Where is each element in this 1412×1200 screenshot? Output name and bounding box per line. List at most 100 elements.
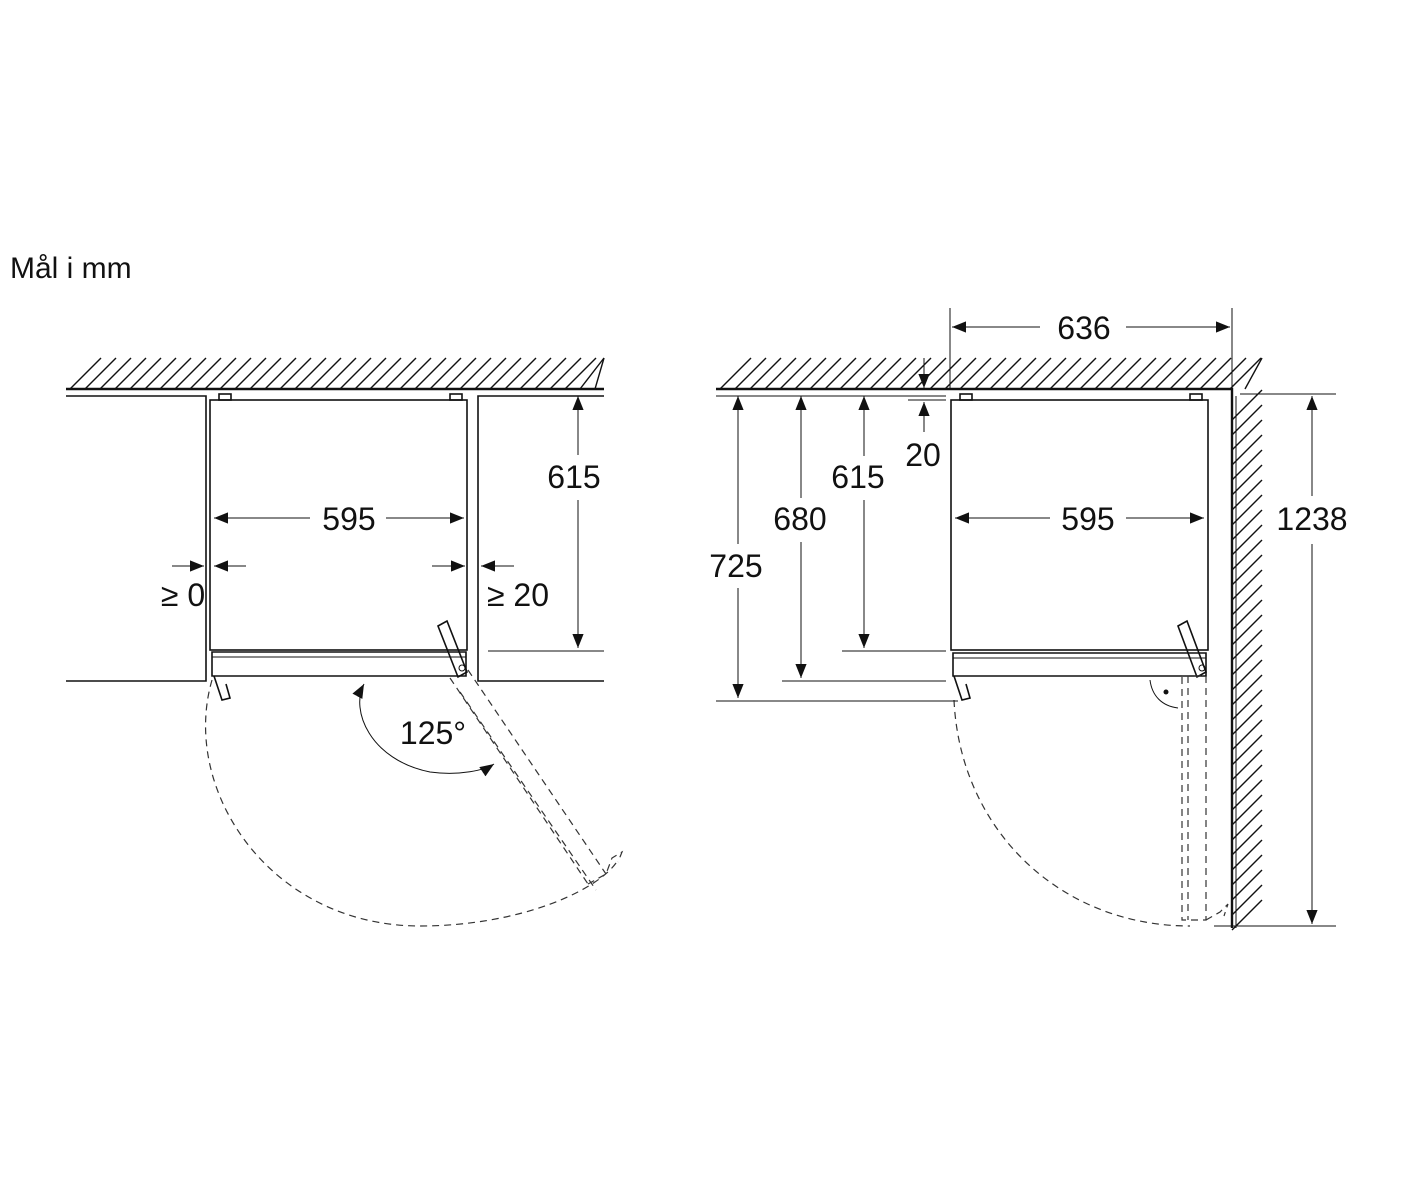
- spacer-tab-left-2: [449, 393, 463, 401]
- right-gap-label: ≥ 20: [487, 577, 549, 613]
- handle-right: [1177, 619, 1207, 679]
- left-cabinet: [66, 395, 207, 682]
- handle-left: [436, 619, 469, 679]
- hatch-line: [1231, 689, 1263, 721]
- hatch-line: [989, 357, 1022, 390]
- hatch-line: [1231, 404, 1263, 436]
- hatch-line: [749, 357, 782, 390]
- hatch-line: [1231, 614, 1263, 646]
- hatch-line: [1004, 357, 1037, 390]
- hatch-line: [324, 357, 357, 390]
- door-swing-arc-right: [953, 699, 1191, 927]
- hatch-line: [144, 357, 177, 390]
- appliance-body-left: [209, 399, 468, 651]
- hatch-line: [1231, 449, 1263, 481]
- units-label: Mål i mm: [10, 252, 132, 285]
- depth-label-right: 615: [831, 459, 884, 495]
- hatch-line: [1199, 357, 1232, 390]
- hatch-line: [369, 357, 402, 390]
- hatch-line: [1064, 357, 1097, 390]
- hatch-line: [249, 357, 282, 390]
- hatch-line: [534, 357, 567, 390]
- hatch-line: [114, 357, 147, 390]
- spacer-tab-right-2: [1189, 393, 1203, 401]
- hatch-line: [1231, 704, 1263, 736]
- hatch-line: [1231, 464, 1263, 496]
- door-open-left: [449, 669, 624, 891]
- wall-gap-label: 20: [905, 437, 941, 473]
- hatch-line: [1231, 584, 1263, 616]
- hatch-line: [1079, 357, 1112, 390]
- spacer-tab-right-1: [959, 393, 973, 401]
- hatch-line: [1169, 357, 1202, 390]
- hatch-line: [794, 357, 827, 390]
- width-label-right: 595: [1061, 501, 1114, 537]
- hatch-line: [69, 357, 102, 390]
- hatch-line: [234, 357, 267, 390]
- hatch-line: [1231, 764, 1263, 796]
- hatch-line: [869, 357, 902, 390]
- hatch-line: [429, 357, 462, 390]
- hatch-line: [1154, 357, 1187, 390]
- door-open-depth-label: 1238: [1276, 501, 1347, 537]
- hatch-line: [959, 357, 992, 390]
- door-open-right: [1181, 675, 1229, 921]
- hatch-line: [264, 357, 297, 390]
- depth-label-left: 615: [547, 459, 600, 495]
- hatch-line: [1231, 509, 1263, 541]
- spacer-tab-left-1: [218, 393, 232, 401]
- hatch-line: [384, 357, 417, 390]
- hatch-line: [1231, 734, 1263, 766]
- hatch-line: [219, 357, 252, 390]
- hatch-line: [519, 357, 552, 390]
- hatch-line: [884, 357, 917, 390]
- hatch-line: [914, 357, 947, 390]
- hatch-line: [84, 357, 117, 390]
- hinge-bracket-right: [953, 675, 971, 701]
- hatch-line: [414, 357, 447, 390]
- hatch-line: [1231, 434, 1263, 466]
- hatch-line: [1231, 479, 1263, 511]
- door-closed-right: [952, 652, 1207, 677]
- hatch-line: [1214, 357, 1247, 390]
- hatch-line: [1231, 644, 1263, 676]
- hatch-line: [1231, 419, 1263, 451]
- hatch-line: [1231, 389, 1263, 421]
- hatch-line: [1231, 779, 1263, 811]
- hatch-line: [809, 357, 842, 390]
- hatch-line: [1231, 884, 1263, 916]
- hatch-line: [1231, 569, 1263, 601]
- hatch-line: [929, 357, 962, 390]
- overall-width-label: 636: [1057, 310, 1110, 346]
- hatch-line: [1019, 357, 1052, 390]
- hatch-line: [1231, 824, 1263, 856]
- hatch-line: [734, 357, 767, 390]
- hatch-line: [1184, 357, 1217, 390]
- hatch-line: [839, 357, 872, 390]
- hatch-line: [1231, 749, 1263, 781]
- hatch-line: [1231, 899, 1263, 931]
- hatch-line: [1229, 357, 1262, 390]
- hatch-line: [1244, 357, 1263, 390]
- width-label-left: 595: [322, 501, 375, 537]
- hatch-line: [579, 357, 605, 390]
- hatch-line: [824, 357, 857, 390]
- hatch-line: [474, 357, 507, 390]
- hatch-line: [159, 357, 192, 390]
- hatch-line: [99, 357, 132, 390]
- wall-hatching-side-right: [1231, 389, 1263, 931]
- hinge-bracket-left: [213, 675, 231, 701]
- left-view: 595 615 ≥ 0 ≥ 20 125°: [66, 357, 624, 927]
- hatch-line: [1231, 539, 1263, 571]
- angle-arc: [352, 683, 495, 777]
- hatch-line: [174, 357, 207, 390]
- hatch-line: [1231, 719, 1263, 751]
- hatch-line: [899, 357, 932, 390]
- hatch-line: [779, 357, 812, 390]
- hatch-line: [399, 357, 432, 390]
- hatch-line: [189, 357, 222, 390]
- door-closed-left: [211, 651, 467, 677]
- hatch-line: [444, 357, 477, 390]
- hatch-line: [1231, 869, 1263, 901]
- wall-hatching-left: [69, 357, 605, 390]
